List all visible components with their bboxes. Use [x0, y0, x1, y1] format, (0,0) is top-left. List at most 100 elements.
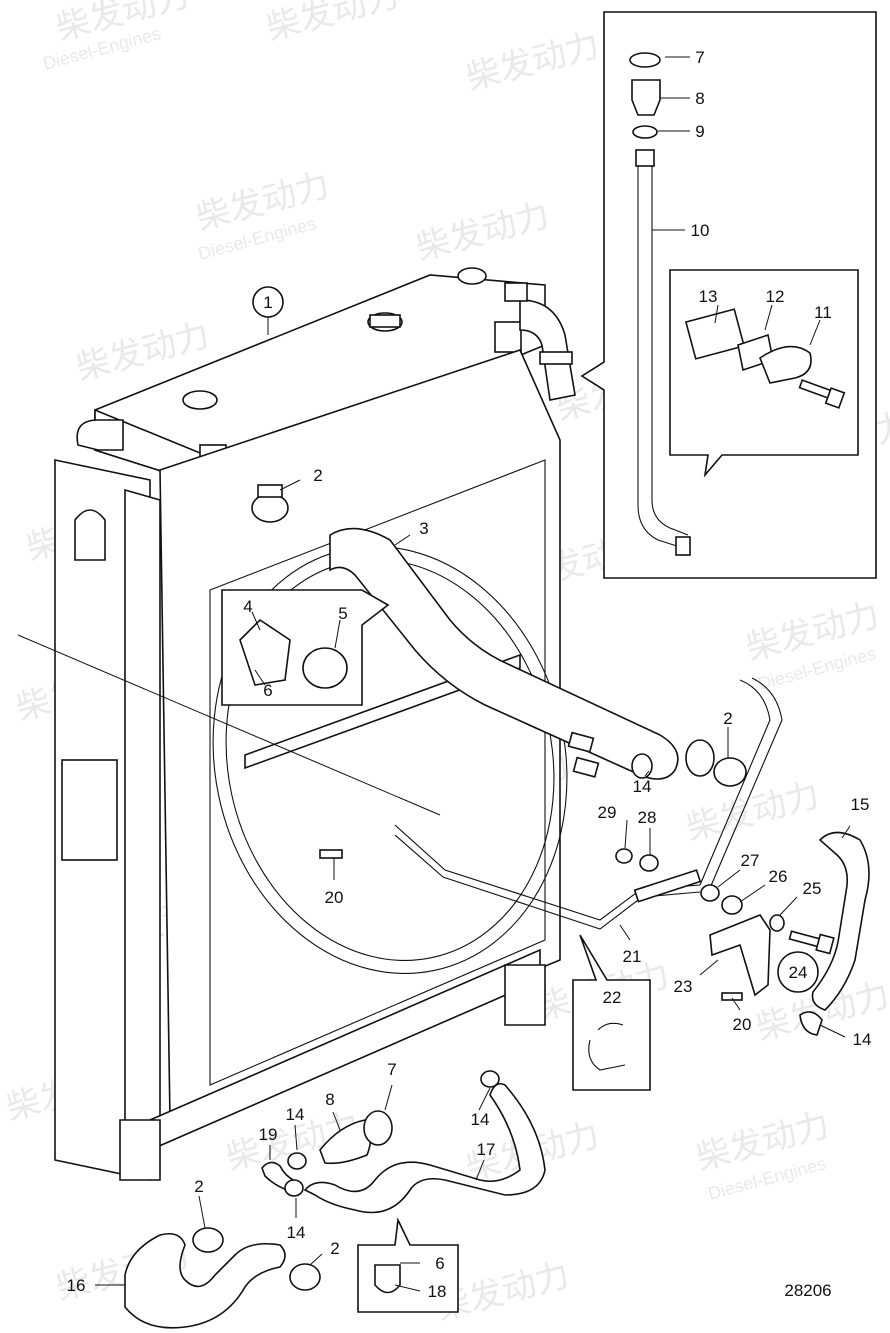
callout-8: 8 [695, 89, 704, 108]
top-right-elbow [519, 299, 576, 401]
callout-14: 14 [471, 1110, 490, 1129]
reducer [631, 79, 661, 116]
elbow-clamp [539, 351, 573, 365]
rubber-seal [632, 125, 658, 139]
access-cover [61, 759, 118, 861]
radiator-side-rail [124, 488, 161, 1132]
callout-2: 2 [313, 466, 322, 485]
callout-13: 13 [699, 287, 718, 306]
callout-19: 19 [259, 1125, 278, 1144]
callout-20: 20 [325, 888, 344, 907]
callout-11: 11 [814, 303, 832, 322]
callout-9: 9 [695, 122, 704, 141]
callout-28: 28 [638, 808, 657, 827]
overflow-pipe [637, 165, 689, 549]
washer [639, 854, 659, 872]
rod-end-plate [633, 869, 702, 903]
callout-14: 14 [633, 777, 652, 796]
callout-16: 16 [67, 1276, 86, 1295]
mounting-foot-left [119, 1119, 161, 1181]
washer [721, 895, 743, 915]
leader-lines [17, 56, 851, 1292]
watermark-brand: 柴发动力 [262, 0, 403, 48]
bolt [788, 930, 822, 948]
callout-8: 8 [325, 1090, 334, 1109]
callout-10: 10 [691, 221, 710, 240]
figure-number: 28206 [784, 1281, 831, 1300]
callout-1: 1 [263, 293, 272, 312]
hose-clamp [302, 647, 348, 689]
elbow-fitting [504, 282, 528, 302]
callout-14: 14 [287, 1223, 306, 1242]
callout-25: 25 [803, 879, 822, 898]
callout-2: 2 [723, 709, 732, 728]
callout-29: 29 [598, 803, 617, 822]
callout-6: 6 [263, 681, 272, 700]
bolt [319, 849, 343, 859]
end-cap [799, 1011, 823, 1036]
hose-clamp-small [287, 1152, 307, 1170]
callout-2: 2 [330, 1239, 339, 1258]
hose-clamp [629, 52, 661, 68]
bolt-head [824, 387, 846, 409]
bolt-head [815, 933, 835, 955]
callout-17: 17 [477, 1140, 496, 1159]
callout-18: 18 [428, 1282, 447, 1301]
callout-20: 20 [733, 1015, 752, 1034]
lower-hose-16 [124, 1232, 286, 1329]
hose-clamp-small [631, 753, 653, 779]
hose-clamp-screw [257, 484, 283, 498]
pipe-end [675, 536, 691, 556]
filler-cap-3 [457, 267, 487, 285]
radiator-core-inner [209, 459, 546, 1086]
callout-2: 2 [194, 1177, 203, 1196]
p-clamp [374, 1264, 401, 1294]
callout-7: 7 [387, 1060, 396, 1079]
filler-cap-2 [182, 390, 218, 410]
callout-circle-1 [252, 286, 284, 318]
nipple [572, 756, 600, 778]
hose-clamp [289, 1263, 321, 1291]
callout-26: 26 [769, 867, 788, 886]
callout-5: 5 [338, 604, 347, 623]
hose-clamp [363, 1110, 393, 1146]
plate [684, 308, 746, 360]
watermark-brand: 柴发动力 [462, 26, 603, 98]
callout-14: 14 [286, 1105, 305, 1124]
tank-plate-2 [494, 321, 522, 353]
upper-hose [329, 527, 679, 780]
hose-clamp-small [284, 1179, 304, 1197]
bolt [721, 992, 743, 1001]
callout-21: 21 [623, 947, 642, 966]
callout-15: 15 [851, 795, 870, 814]
mounting-bracket [709, 914, 771, 997]
callout-labels: 1 2 3 4 5 6 7 8 9 10 13 12 11 2 14 29 28… [67, 48, 872, 1301]
mounting-ear [74, 509, 106, 561]
nipple [567, 731, 595, 753]
washer [615, 848, 633, 864]
lower-right-hose [811, 831, 870, 1011]
callout-6: 6 [435, 1254, 444, 1273]
callout-7: 7 [695, 48, 704, 67]
watermark-brand: 柴发动力 [412, 196, 553, 268]
detail-callout-box-clip [572, 934, 651, 1091]
callout-12: 12 [766, 287, 785, 306]
support-rod-vertical [699, 677, 783, 889]
washer [700, 884, 720, 902]
hose-clamp-small [480, 1070, 500, 1088]
callout-14: 14 [853, 1030, 872, 1049]
callout-27: 27 [741, 851, 760, 870]
p-clamp [759, 345, 812, 384]
watermark-brand: 柴发动力 [682, 776, 823, 848]
callout-circle-24 [777, 951, 819, 993]
callout-23: 23 [674, 977, 693, 996]
filler-cap-neck [369, 314, 401, 328]
pipe-top [635, 149, 655, 167]
radiator-core [159, 349, 561, 1122]
mounting-foot-right [504, 964, 546, 1026]
radiator [54, 267, 576, 1181]
callout-22: 22 [603, 988, 622, 1007]
hose-clamp [251, 493, 289, 523]
hose-clamp [192, 1227, 224, 1253]
